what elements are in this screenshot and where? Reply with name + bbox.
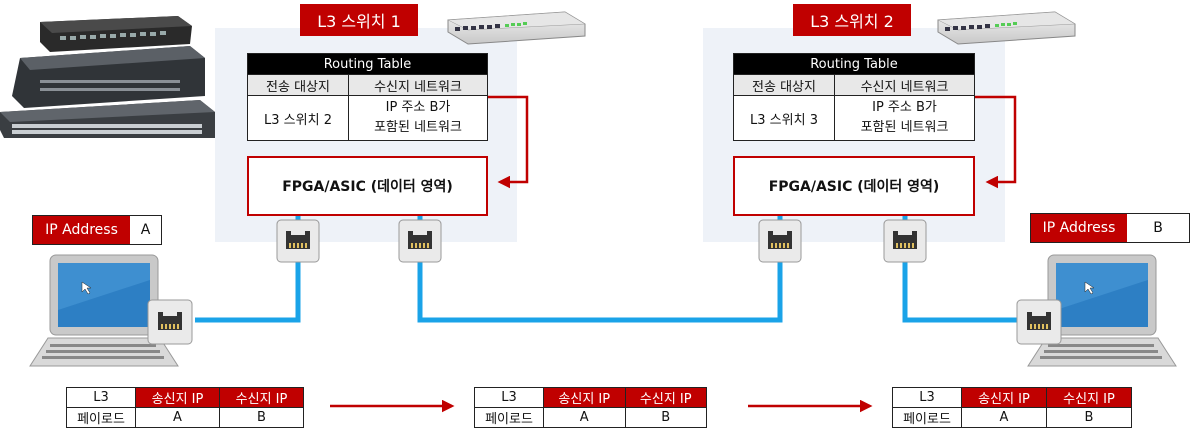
laptop-right-icon [1027,254,1177,367]
switch1-icon [447,11,586,45]
switch2-routing-table: Routing Table 전송 대상지 수신지 네트워크 L3 스위치 3 I… [733,53,975,141]
packet-dst-label: 수신지 IP [219,387,304,408]
packet-src-value: A [135,407,220,428]
laptop-left-icon [29,254,179,367]
packet-l3: L3 [66,387,136,408]
switch2-icon [937,11,1076,45]
host-right-ip-box: IP Address B [1030,213,1190,243]
routing-table-target: L3 스위치 2 [247,95,349,141]
routing-table-title: Routing Table [247,53,488,75]
routing-table-network: IP 주소 B가 포함된 네트워크 [834,95,975,141]
packet-dst-value: B [219,407,304,428]
switch1-routing-table: Routing Table 전송 대상지 수신지 네트워크 L3 스위치 2 I… [247,53,488,141]
switch2-title: L3 스위치 2 [793,4,911,36]
switch1-title: L3 스위치 1 [300,4,418,36]
packet-dst-value: B [624,407,707,428]
routing-table-network-line2: 포함된 네트워크 [374,120,462,135]
ethernet-port-icon [758,219,802,263]
ip-label: IP Address [1031,214,1127,242]
ethernet-port-icon [147,299,193,345]
routing-table-network-line1: IP 주소 B가 [385,100,451,115]
packet-1: L3 송신지 IP 수신지 IP 페이로드 A B [66,387,304,428]
routing-table-title: Routing Table [733,53,975,75]
routing-table-network: IP 주소 B가 포함된 네트워크 [348,95,488,141]
ethernet-port-icon [276,219,320,263]
port-icons [147,219,1062,345]
packet-src-value: A [961,407,1047,428]
packet-l3: L3 [474,387,544,408]
routing-table-target: L3 스위치 3 [733,95,835,141]
routing-table-col-target: 전송 대상지 [247,74,349,96]
packet-3: L3 송신지 IP 수신지 IP 페이로드 A B [892,387,1132,428]
packet-dst-label: 수신지 IP [1046,387,1132,408]
packet-payload: 페이로드 [892,407,962,428]
ethernet-port-icon [398,219,442,263]
switch1-fpga: FPGA/ASIC (데이터 영역) [247,156,488,216]
lookup-arrow-1 [488,95,529,189]
ethernet-port-icon [1016,299,1062,345]
ip-value: A [130,216,161,244]
switch2-fpga: FPGA/ASIC (데이터 영역) [733,156,975,216]
packet-src-label: 송신지 IP [543,387,626,408]
packet-payload: 페이로드 [66,407,136,428]
ethernet-port-icon [883,219,927,263]
packet-payload: 페이로드 [474,407,544,428]
ip-label: IP Address [33,216,130,244]
routing-table-network-line1: IP 주소 B가 [872,100,937,115]
packet-dst-label: 수신지 IP [624,387,707,408]
rack-switches-image [0,16,215,138]
host-left-ip-box: IP Address A [32,215,162,245]
routing-table-col-target: 전송 대상지 [733,74,835,96]
packet-l3: L3 [892,387,962,408]
lookup-arrow-2 [975,95,1017,189]
packet-src-label: 송신지 IP [961,387,1047,408]
packet-2: L3 송신지 IP 수신지 IP 페이로드 A B [474,387,707,428]
routing-table-col-network: 수신지 네트워크 [834,74,975,96]
packet-src-label: 송신지 IP [135,387,220,408]
routing-table-col-network: 수신지 네트워크 [348,74,488,96]
packet-dst-value: B [1046,407,1132,428]
routing-table-network-line2: 포함된 네트워크 [860,120,949,135]
packet-src-value: A [543,407,626,428]
ip-value: B [1127,214,1189,242]
